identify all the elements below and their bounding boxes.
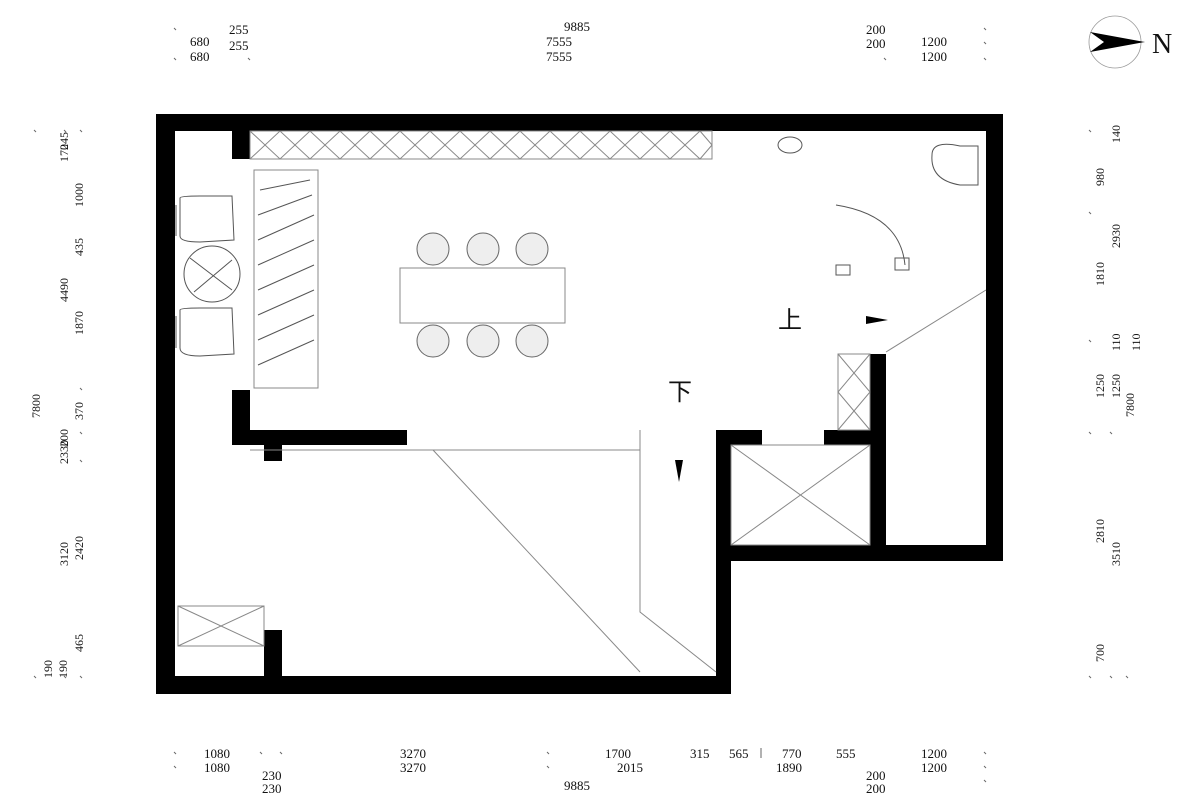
dim-bot-17: 9885 xyxy=(564,778,590,793)
dim-bot-5: 565 xyxy=(729,746,749,761)
dim-left-in-1: 170 xyxy=(57,144,71,162)
dim-top-11: 1200 xyxy=(921,49,947,64)
walls xyxy=(156,114,1003,694)
dim-right-4: 1810 xyxy=(1093,262,1107,286)
dim-right-9: 7800 xyxy=(1123,393,1137,417)
wardrobe-top xyxy=(249,130,713,160)
dim-left-in-5: 1870 xyxy=(72,311,86,335)
dims-right: 140 980 2930 1810 110 110 1250 1250 7800… xyxy=(1088,125,1143,679)
dim-left-in-4: 435 xyxy=(72,238,86,256)
dim-right-7: 1250 xyxy=(1093,374,1107,398)
north-letter: N xyxy=(1152,29,1172,60)
stairs xyxy=(250,430,717,673)
dim-bot-13: 1200 xyxy=(921,760,947,775)
dims-bottom: 1080 3270 1700 315 565 770 555 1200 1080… xyxy=(173,746,987,796)
north-arrow: N xyxy=(1088,15,1172,69)
dim-bot-16: 230 xyxy=(262,781,282,796)
dim-left-in-2: 245 xyxy=(57,132,71,150)
dim-bot-2: 3270 xyxy=(400,746,426,761)
left-seating xyxy=(175,169,319,389)
dim-right-12: 700 xyxy=(1093,644,1107,662)
dim-top-3: 200 xyxy=(866,22,886,37)
dim-top-5: 255 xyxy=(229,38,249,53)
dim-left-in-8: 2330 xyxy=(57,440,71,464)
dim-bot-9: 1080 xyxy=(204,760,230,775)
dim-bot-10: 3270 xyxy=(400,760,426,775)
dim-top-9: 680 xyxy=(190,49,210,64)
dim-left-outer: 7800 xyxy=(29,394,43,418)
dim-left-mid-1: 4490 xyxy=(57,278,71,302)
dim-left-in-9: 2420 xyxy=(72,536,86,560)
dim-left-in-11: 190 xyxy=(41,660,55,678)
dim-top-8: 1200 xyxy=(921,34,947,49)
label-down: 下 xyxy=(668,378,692,406)
dim-bot-1: 1080 xyxy=(204,746,230,761)
label-up: 上 xyxy=(778,306,802,334)
dim-left-in-3: 1000 xyxy=(72,183,86,207)
dim-top-4: 680 xyxy=(190,34,210,49)
bathroom-fixtures xyxy=(777,136,987,353)
dim-top-7: 200 xyxy=(866,36,886,51)
dim-bot-3: 1700 xyxy=(605,746,631,761)
dim-bot-7: 555 xyxy=(836,746,856,761)
dim-right-1: 140 xyxy=(1109,125,1123,143)
dim-bot-8: 1200 xyxy=(921,746,947,761)
dim-left-mid-2: 3120 xyxy=(57,542,71,566)
dims-left: 7800 4490 3120 170 245 1000 435 1870 370… xyxy=(29,129,86,679)
dim-right-10: 2810 xyxy=(1093,519,1107,543)
dim-left-in-10: 465 xyxy=(72,634,86,652)
dim-left-in-12: 190 xyxy=(56,660,70,678)
dim-right-3: 2930 xyxy=(1109,224,1123,248)
dim-bot-12: 1890 xyxy=(776,760,802,775)
dim-bot-4: 315 xyxy=(690,746,710,761)
dim-right-6: 110 xyxy=(1129,333,1143,351)
dim-top-1: 255 xyxy=(229,22,249,37)
dim-right-2: 980 xyxy=(1093,168,1107,186)
dim-bot-15: 200 xyxy=(866,768,886,783)
dims-top: 255 9885 200 680 255 7555 200 1200 680 7… xyxy=(173,19,987,64)
dim-bot-18: 200 xyxy=(866,781,886,796)
stair-labels: 上 下 xyxy=(668,306,888,482)
dim-bot-11: 2015 xyxy=(617,760,643,775)
dining-table xyxy=(399,232,566,358)
dim-top-6: 7555 xyxy=(546,34,572,49)
dim-bot-14: 230 xyxy=(262,768,282,783)
dim-top-10: 7555 xyxy=(546,49,572,64)
dim-right-8: 1250 xyxy=(1109,374,1123,398)
dim-right-5: 110 xyxy=(1109,333,1123,351)
dim-bot-6: 770 xyxy=(782,746,802,761)
dim-left-in-6: 370 xyxy=(72,402,86,420)
dim-right-11: 3510 xyxy=(1109,542,1123,566)
dim-top-2: 9885 xyxy=(564,19,590,34)
closet-boxes xyxy=(177,353,871,647)
dim-left-in-7: 200 xyxy=(57,429,71,447)
